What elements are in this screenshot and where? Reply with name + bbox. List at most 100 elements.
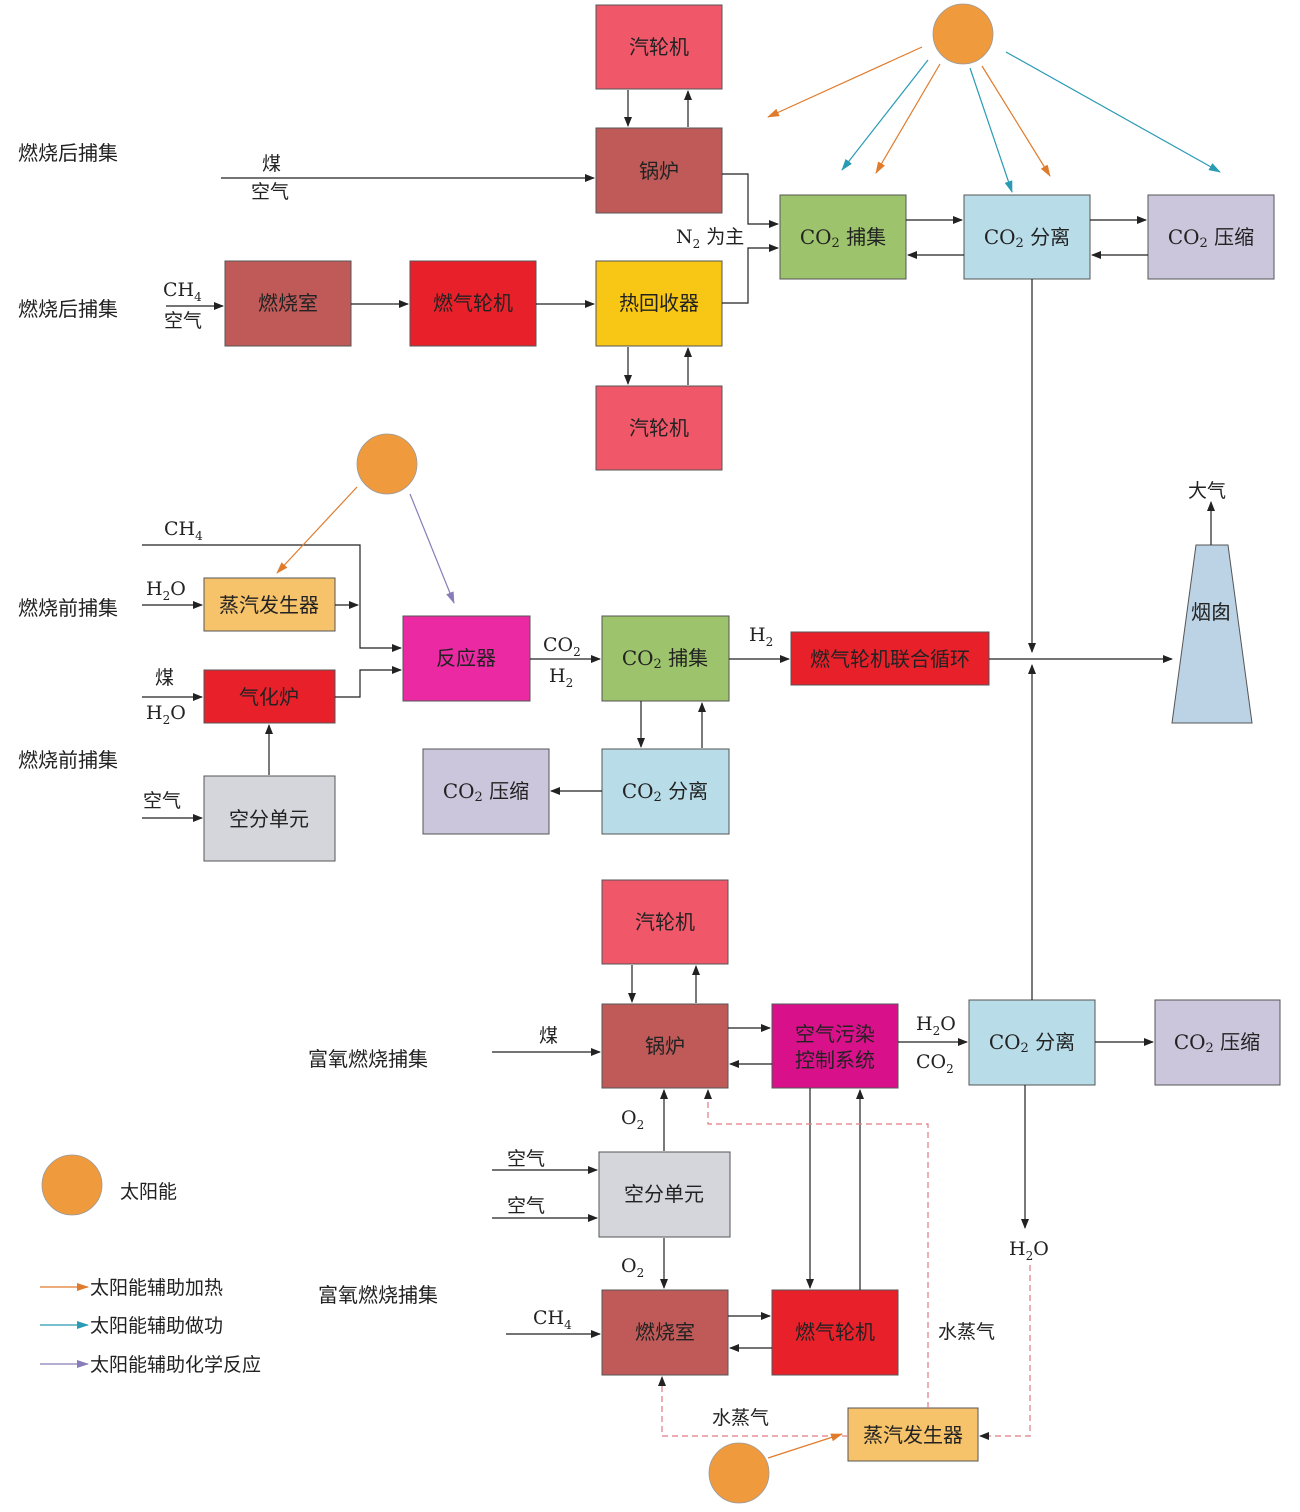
apc-label-line2: 控制系统 <box>795 1048 875 1072</box>
label-coal-1: 煤 <box>262 153 281 175</box>
sun-icon-top <box>932 3 994 65</box>
gasifier-label: 气化炉 <box>239 685 299 709</box>
section-label-oxy-fuel-2: 富氧燃烧捕集 <box>318 1283 438 1307</box>
combustion-chamber-oxy-label: 燃烧室 <box>635 1320 695 1344</box>
label-h2-reactor: H2 <box>549 665 573 690</box>
steam-dashed-lines <box>658 1089 1031 1440</box>
flow-labels: 煤 空气 CH4 空气 N2 为主 大气 CH4 H2O 煤 H2O 空气 CO… <box>143 153 1226 1429</box>
boiler-oxy-label: 锅炉 <box>645 1034 685 1058</box>
co2-compression-pre-label: CO2 压缩 <box>443 779 529 805</box>
co2-compression-pre-box: CO2 压缩 <box>422 748 550 835</box>
legend-work-label: 太阳能辅助做功 <box>90 1315 223 1337</box>
combustion-chamber-top-label: 燃烧室 <box>258 291 318 315</box>
co2-separation-top-label: CO2 分离 <box>984 225 1070 251</box>
gas-turbine-top-label: 燃气轮机 <box>433 291 513 315</box>
reactor-box: 反应器 <box>402 615 531 702</box>
steam-generator-pre-box: 蒸汽发生器 <box>203 577 336 632</box>
air-separation-oxy-box: 空分单元 <box>598 1151 731 1238</box>
sun-icon-mid <box>356 433 418 495</box>
pre-combustion-flows <box>142 501 1215 822</box>
igcc-box: 燃气轮机联合循环 <box>790 631 990 686</box>
section-label-post-combustion-1: 燃烧后捕集 <box>18 141 118 165</box>
igcc-label: 燃气轮机联合循环 <box>810 647 970 671</box>
label-co2-reactor: CO2 <box>543 634 581 659</box>
co2-separation-pre-label: CO2 分离 <box>622 779 708 805</box>
co2-separation-oxy-label: CO2 分离 <box>989 1030 1075 1056</box>
label-o2-2: O2 <box>621 1255 644 1280</box>
gas-turbine-oxy-label: 燃气轮机 <box>795 1320 875 1344</box>
heat-recovery-label: 热回收器 <box>619 291 699 315</box>
gas-turbine-top-box: 燃气轮机 <box>409 260 537 347</box>
boiler-top-label: 锅炉 <box>639 159 679 183</box>
label-ch4-2: CH4 <box>164 518 203 543</box>
post-combustion-flows <box>166 90 1148 653</box>
label-n2-main: N2 为主 <box>676 226 744 251</box>
section-label-post-combustion-2: 燃烧后捕集 <box>18 297 118 321</box>
label-coal-2: 煤 <box>155 667 174 689</box>
label-h2o-1: H2O <box>146 578 186 603</box>
label-air-4: 空气 <box>507 1148 545 1170</box>
label-h2-out: H2 <box>749 624 773 649</box>
reactor-label: 反应器 <box>436 646 496 670</box>
label-h2o-3: H2O <box>1009 1238 1049 1263</box>
turbine-mid-label: 汽轮机 <box>629 416 689 440</box>
steam-generator-oxy-label: 蒸汽发生器 <box>863 1423 963 1447</box>
gasifier-box: 气化炉 <box>203 669 336 724</box>
solar-arrows <box>276 46 1221 1459</box>
steam-generator-pre-label: 蒸汽发生器 <box>219 593 319 617</box>
label-air-3: 空气 <box>143 790 181 812</box>
label-o2-1: O2 <box>621 1107 644 1132</box>
heat-recovery-box: 热回收器 <box>595 260 723 347</box>
co2-compression-top-box: CO2 压缩 <box>1147 194 1275 280</box>
co2-capture-top-label: CO2 捕集 <box>800 225 886 251</box>
legend-heating-label: 太阳能辅助加热 <box>90 1277 223 1299</box>
legend-sun-icon <box>41 1154 103 1216</box>
label-air-2: 空气 <box>164 310 202 332</box>
co2-compression-oxy-box: CO2 压缩 <box>1154 999 1281 1086</box>
gas-turbine-oxy-box: 燃气轮机 <box>771 1289 899 1376</box>
air-separation-pre-box: 空分单元 <box>203 775 336 862</box>
label-h2o-2: H2O <box>146 702 186 727</box>
turbine-top-label: 汽轮机 <box>629 35 689 59</box>
label-h2o-apc: H2O <box>916 1013 956 1038</box>
section-label-pre-combustion-2: 燃烧前捕集 <box>18 748 118 772</box>
legend-solar-label: 太阳能 <box>120 1181 177 1203</box>
co2-separation-top-box: CO2 分离 <box>963 194 1091 280</box>
chimney: 烟囱 <box>1171 544 1253 724</box>
co2-separation-pre-box: CO2 分离 <box>601 748 730 835</box>
label-air-1: 空气 <box>251 181 289 203</box>
steam-generator-oxy-box: 蒸汽发生器 <box>847 1407 979 1462</box>
combustion-chamber-oxy-box: 燃烧室 <box>601 1289 729 1376</box>
apc-box: 空气污染 控制系统 <box>771 1003 899 1089</box>
co2-compression-top-label: CO2 压缩 <box>1168 225 1254 251</box>
label-steam-2: 水蒸气 <box>712 1407 769 1429</box>
combustion-chamber-top-box: 燃烧室 <box>224 260 352 347</box>
section-label-oxy-fuel-1: 富氧燃烧捕集 <box>308 1047 428 1071</box>
turbine-oxy-label: 汽轮机 <box>635 910 695 934</box>
boiler-oxy-box: 锅炉 <box>601 1003 729 1089</box>
co2-capture-top-box: CO2 捕集 <box>779 194 907 280</box>
boiler-top-box: 锅炉 <box>595 127 723 214</box>
apc-label-line1: 空气污染 <box>795 1022 875 1046</box>
label-coal-3: 煤 <box>539 1025 558 1047</box>
legend-reaction-label: 太阳能辅助化学反应 <box>90 1354 261 1376</box>
label-atmosphere: 大气 <box>1188 480 1226 502</box>
turbine-mid-box: 汽轮机 <box>595 385 723 471</box>
label-ch4-3: CH4 <box>533 1307 572 1332</box>
turbine-oxy-box: 汽轮机 <box>601 879 729 965</box>
co2-capture-pre-label: CO2 捕集 <box>622 646 708 672</box>
legend: 太阳能 太阳能辅助加热 太阳能辅助做功 太阳能辅助化学反应 <box>40 1154 261 1376</box>
chimney-label: 烟囱 <box>1191 600 1231 624</box>
turbine-top-box: 汽轮机 <box>595 4 723 90</box>
label-ch4-1: CH4 <box>163 279 202 304</box>
co2-separation-oxy-box: CO2 分离 <box>968 999 1096 1086</box>
label-co2-apc: CO2 <box>916 1051 954 1076</box>
air-separation-oxy-label: 空分单元 <box>624 1182 704 1206</box>
air-separation-pre-label: 空分单元 <box>229 807 309 831</box>
label-air-5: 空气 <box>507 1195 545 1217</box>
sun-icon-bottom <box>708 1442 770 1504</box>
section-label-pre-combustion-1: 燃烧前捕集 <box>18 596 118 620</box>
co2-compression-oxy-label: CO2 压缩 <box>1174 1030 1260 1056</box>
